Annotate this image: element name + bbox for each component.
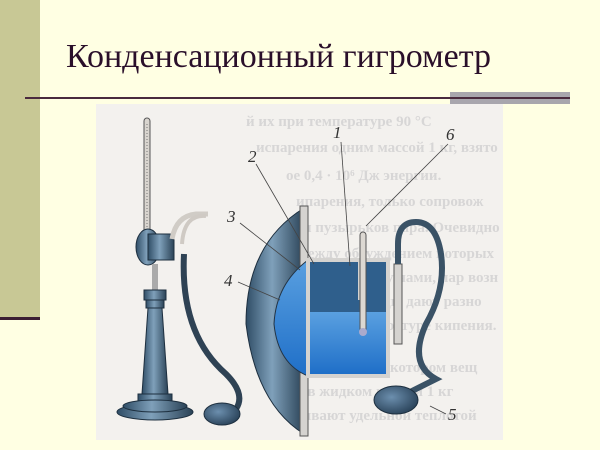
label-2: 2 [248,147,257,166]
stand-thermometer [116,117,208,421]
label-1: 1 [333,123,342,142]
label-5: 5 [448,405,457,424]
svg-text:ма в жидком массой 1 кг: ма в жидком массой 1 кг [286,384,454,400]
title-rule [25,97,570,99]
label-4: 4 [224,271,233,290]
sidebar-divider [0,317,40,320]
label-6: 6 [446,125,455,144]
inner-thermometer [359,231,367,336]
hygrometer-illustration: й их при температуре 90 °С испарения одн… [116,114,500,437]
slide-sidebar-accent [0,0,40,318]
right-bulb-assembly [373,218,445,415]
hygrometer-figure: й их при температуре 90 °С испарения одн… [96,104,503,440]
label-3: 3 [226,207,236,226]
svg-text:й их при температуре 90 °С: й их при температуре 90 °С [246,114,432,130]
condensation-chamber [245,205,390,437]
slide-title: Конденсационный гигрометр [66,38,491,75]
svg-text:ое 0,4 · 10⁶ Дж энергии.: ое 0,4 · 10⁶ Дж энергии. [286,168,442,184]
svg-text:азывают удельной теплотой: азывают удельной теплотой [286,408,477,424]
svg-text:испарения одним массой 1 кг, в: испарения одним массой 1 кг, взято [256,140,498,156]
left-bulb-assembly [180,253,243,426]
figure-labels: 1 2 3 4 5 6 [224,123,457,424]
